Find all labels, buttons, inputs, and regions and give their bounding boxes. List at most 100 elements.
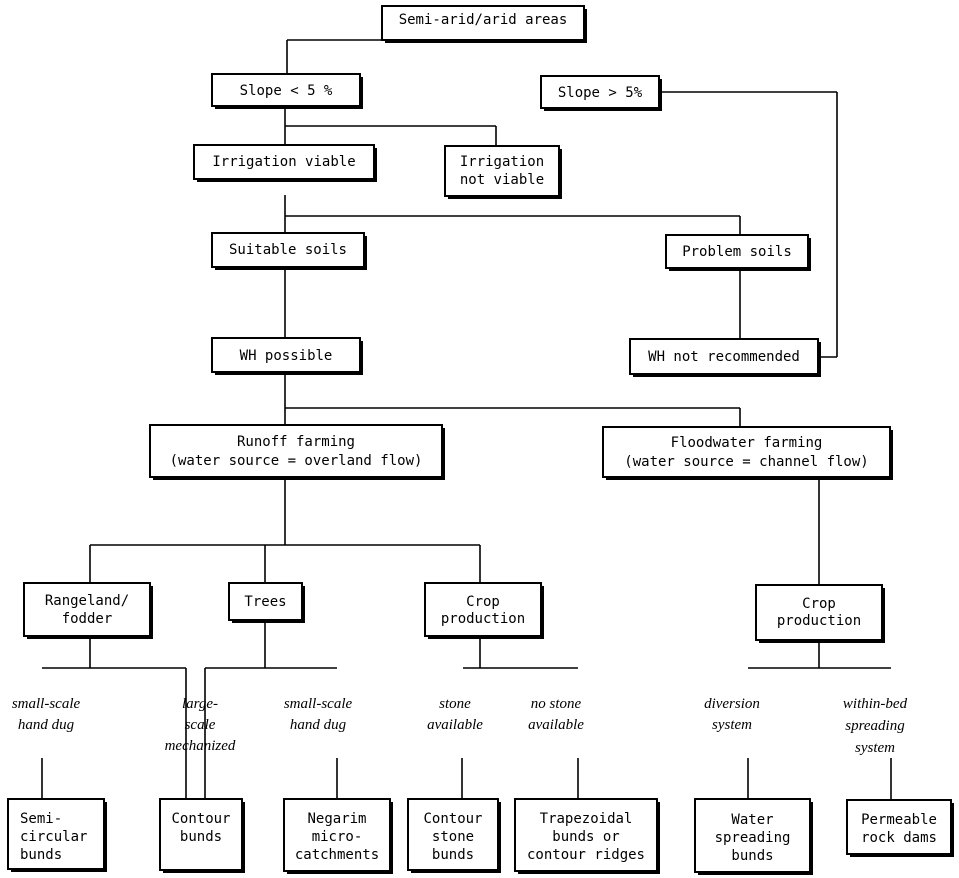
- branch-label-line: stone: [439, 696, 471, 712]
- box-frame: [665, 234, 809, 269]
- node-wh-not-recommended: WH not recommended: [629, 338, 821, 377]
- node-label-line: Problem soils: [682, 244, 792, 260]
- node-label-line: WH possible: [240, 348, 333, 364]
- box-frame: [846, 799, 952, 855]
- node-trapezoidal-bunds: Trapezoidal bunds or contour ridges: [514, 798, 660, 874]
- branch-label-no-stone-available: no stone available: [528, 696, 584, 733]
- box-frame: [381, 5, 585, 41]
- node-label-line: Semi-: [20, 811, 62, 827]
- box-frame: [159, 798, 243, 871]
- node-label-line: Suitable soils: [229, 242, 347, 258]
- node-label-line: WH not recommended: [648, 349, 800, 365]
- node-irrigation-viable: Irrigation viable: [193, 144, 377, 182]
- node-negarim: Negarim micro-catchments: [283, 798, 393, 874]
- node-label-line: bunds: [432, 847, 474, 863]
- node-label-line: Slope > 5%: [558, 85, 643, 101]
- box-frame: [629, 338, 819, 375]
- node-semi-circular-bunds: Semi-circular bunds: [7, 798, 107, 872]
- node-label-line: catchments: [295, 847, 379, 863]
- branch-label-diversion-system: diversion system: [704, 696, 760, 733]
- branch-label-line: small-scale: [284, 696, 353, 712]
- node-wh-possible: WH possible: [211, 337, 363, 375]
- node-irrigation-not-viable: Irrigation not viable: [444, 145, 562, 199]
- node-label-line: not viable: [460, 172, 544, 188]
- box-frame: [7, 798, 105, 870]
- node-label-line: Trapezoidal: [540, 811, 633, 827]
- node-label-line: bunds or: [552, 829, 619, 845]
- node-label-line: Runoff farming: [237, 434, 355, 450]
- branch-label-line: no stone: [531, 696, 582, 712]
- node-trees: Trees: [228, 582, 305, 623]
- node-problem-soils: Problem soils: [665, 234, 811, 271]
- box-frame: [540, 75, 660, 109]
- node-label-line: Semi-arid/arid areas: [399, 12, 568, 28]
- branch-label-line: large-: [182, 696, 218, 712]
- node-label-line: Irrigation: [460, 154, 544, 170]
- branch-label-line: within-bed: [843, 696, 908, 712]
- branch-label-line: diversion: [704, 696, 760, 712]
- box-frame: [444, 145, 560, 197]
- node-label-line: bunds: [731, 848, 773, 864]
- box-frame: [424, 582, 542, 637]
- node-label-line: circular: [20, 829, 87, 845]
- node-label-line: Negarim: [307, 811, 366, 827]
- node-label-line: rock dams: [861, 830, 937, 846]
- node-root: Semi-arid/arid areas: [381, 5, 587, 43]
- branch-label-line: scale: [185, 717, 216, 733]
- node-slope-low: Slope < 5 %: [211, 73, 363, 109]
- node-label-line: production: [777, 613, 861, 629]
- branch-label-line: mechanized: [165, 738, 236, 754]
- node-label-line: Crop: [466, 594, 500, 610]
- node-label-line: Permeable: [861, 812, 937, 828]
- box-frame: [211, 232, 365, 268]
- node-label-line: bunds: [20, 847, 62, 863]
- node-label-line: (water source = channel flow): [624, 454, 868, 470]
- box-frame: [283, 798, 391, 872]
- node-contour-bunds: Contour bunds: [159, 798, 245, 873]
- node-slope-high: Slope > 5%: [540, 75, 662, 111]
- node-rangeland: Rangeland/fodder: [23, 582, 153, 639]
- node-label-line: Contour: [171, 811, 230, 827]
- branch-label-large-scale-mechanized: large-scale mechanized: [165, 696, 236, 754]
- branch-label-line: available: [528, 717, 584, 733]
- connector-lines: [41, 39, 892, 800]
- branch-label-line: spreading: [845, 718, 905, 734]
- node-label-line: (water source = overland flow): [170, 453, 423, 469]
- node-permeable-rock-dams: Permeable rock dams: [846, 799, 954, 857]
- box-frame: [211, 73, 361, 107]
- node-label-line: Trees: [244, 594, 286, 610]
- node-runoff-farming: Runoff farming (water source = overland f…: [149, 424, 445, 480]
- node-label-line: Contour: [423, 811, 482, 827]
- branch-label-within-bed-spreading: within-bed spreading system: [843, 696, 908, 756]
- box-frame: [211, 337, 361, 373]
- node-label-line: Slope < 5 %: [240, 83, 333, 99]
- branch-label-line: system: [855, 740, 895, 756]
- node-label-line: micro-: [312, 829, 363, 845]
- box-frame: [602, 426, 891, 478]
- box-frame: [228, 582, 303, 621]
- node-label-line: Crop: [802, 596, 836, 612]
- box-frame: [193, 144, 375, 180]
- node-label-line: Rangeland/: [45, 593, 129, 609]
- node-label-line: fodder: [62, 611, 113, 627]
- node-label-line: production: [441, 611, 525, 627]
- box-frame: [407, 798, 499, 871]
- box-frame: [694, 798, 811, 873]
- node-label-line: bunds: [180, 829, 222, 845]
- box-frame: [755, 584, 883, 641]
- box-frame: [514, 798, 658, 872]
- branch-label-line: system: [712, 717, 752, 733]
- node-label-line: contour ridges: [527, 847, 645, 863]
- node-suitable-soils: Suitable soils: [211, 232, 367, 270]
- node-label-line: Irrigation viable: [212, 154, 355, 170]
